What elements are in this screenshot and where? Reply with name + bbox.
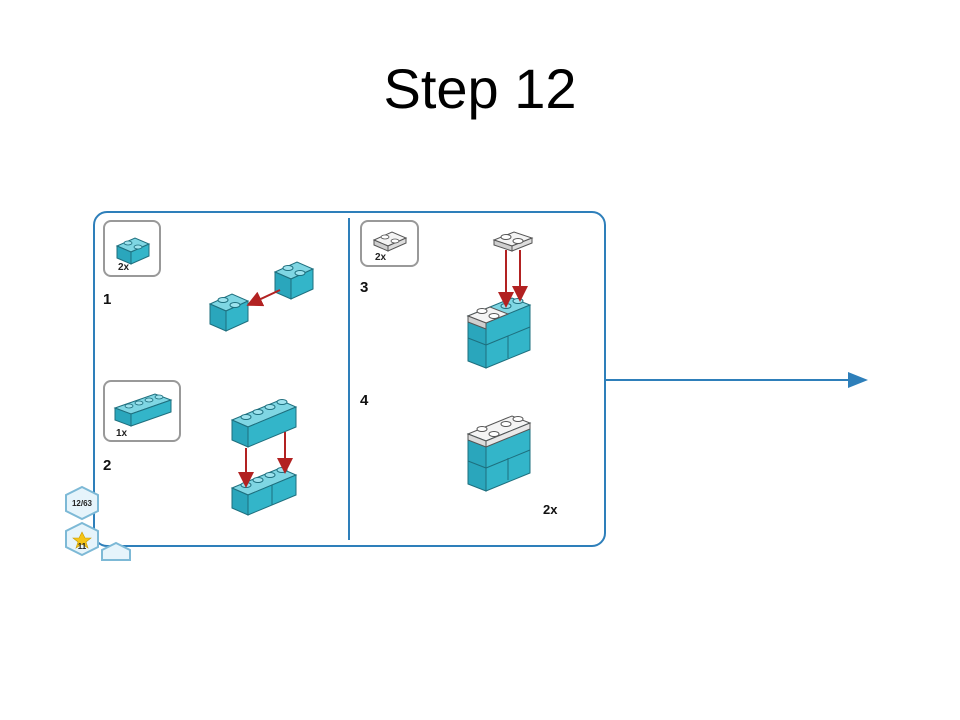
step2-bottom-bricks: [230, 467, 298, 516]
count-badge-text: 11: [77, 542, 87, 551]
white-plate-1x2-icon: [372, 231, 408, 252]
step1-brick-b: [208, 293, 250, 332]
step1-arrow: [246, 289, 281, 307]
step3-white-plate: [492, 231, 534, 252]
step3-wall: [466, 297, 532, 369]
teal-brick-1x4-icon: [113, 393, 173, 427]
callout-quantity: 2x: [375, 252, 387, 263]
step-number-1: 1: [103, 291, 112, 308]
step-number-2: 2: [103, 457, 112, 474]
parts-callout-step1: 2x: [103, 220, 161, 277]
callout-quantity: 1x: [116, 428, 128, 439]
step-number-3: 3: [360, 279, 369, 296]
count-hex-badge: [65, 521, 99, 557]
step4-wall: [466, 415, 532, 492]
parts-callout-step2: 1x: [103, 380, 181, 442]
progress-hex-badge: [65, 485, 99, 521]
teal-brick-1x2-icon: [115, 237, 151, 265]
callout-quantity: 2x: [118, 262, 130, 273]
slide-title: Step 12: [383, 57, 577, 120]
partial-hex-badge: [101, 541, 131, 561]
progress-badge-text: 12/63: [71, 499, 93, 508]
step2-top-brick: [230, 399, 298, 448]
step1-brick-a: [273, 261, 315, 300]
step-number-4: 4: [360, 392, 369, 409]
panel-divider: [348, 218, 350, 540]
parts-callout-step3: 2x: [360, 220, 419, 267]
sub-assembly-quantity: 2x: [543, 502, 558, 517]
